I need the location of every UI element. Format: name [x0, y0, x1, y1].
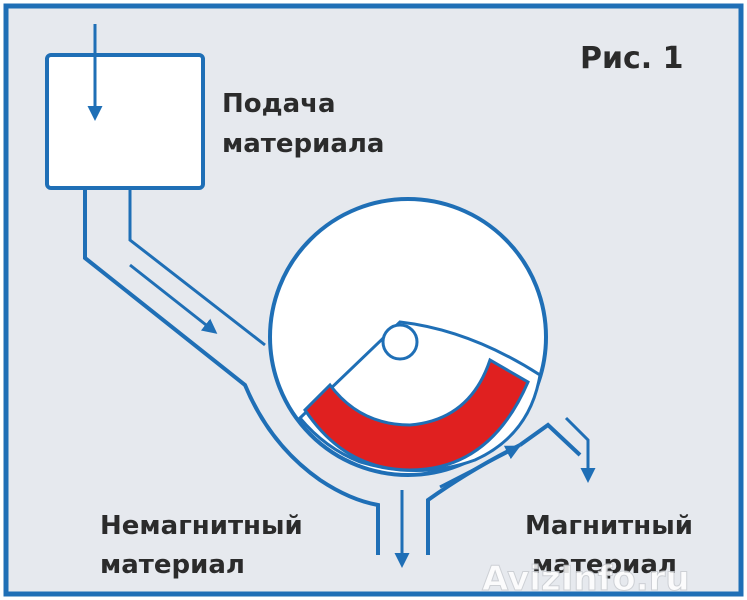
feed-hopper [45, 53, 205, 190]
magnetic-arrow [564, 416, 596, 483]
feed-label-line2: материала [222, 129, 384, 159]
magnet-arc [303, 357, 530, 472]
figure-label: Рис. 1 [580, 41, 684, 76]
watermark: AvizInfo.ru [482, 559, 690, 599]
chute-flow-arrow [129, 263, 218, 334]
feed-label-line1: Подача [222, 89, 336, 119]
nonmagnetic-label-line2: материал [100, 550, 245, 580]
magnetic-splitter [518, 422, 582, 457]
chute-inner-wall [128, 188, 266, 347]
drum-axle [381, 323, 419, 361]
magnetic-label-line1: Магнитный [525, 511, 693, 541]
magnetic-label-line2: материал [532, 550, 677, 580]
nonmagnetic-label-line1: Немагнитный [100, 511, 303, 541]
chute-outer-wall [83, 188, 380, 555]
magnetic-curve-arrow [439, 445, 521, 489]
